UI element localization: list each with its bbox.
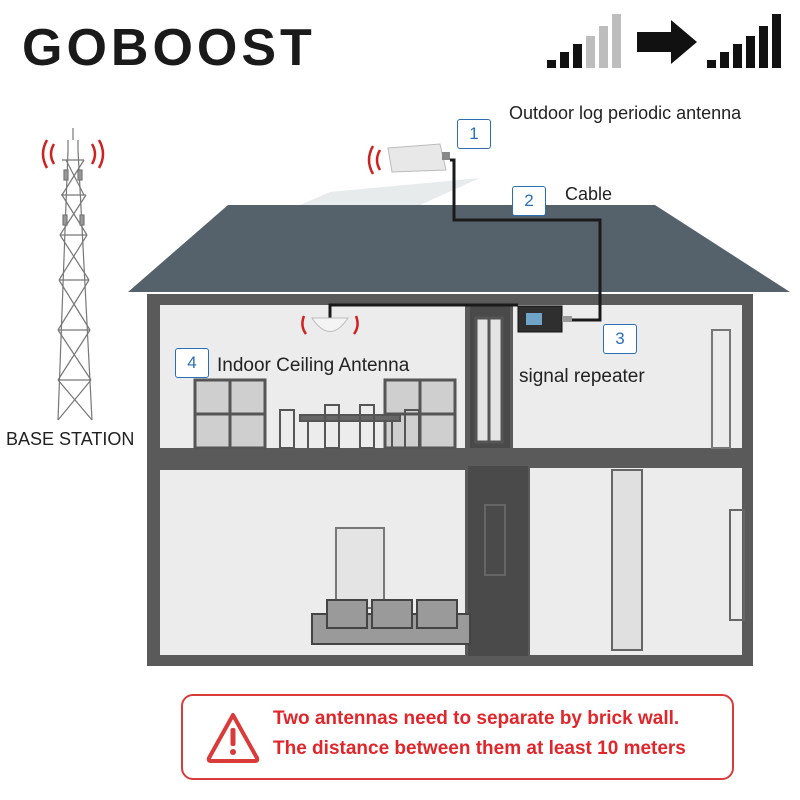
outdoor-antenna-signal-waves <box>367 145 382 175</box>
step-2-badge: 2 <box>512 186 546 216</box>
strong-signal-bars-icon <box>707 14 781 68</box>
warning-line-1: Two antennas need to separate by brick w… <box>273 708 680 729</box>
warning-box: Two antennas need to separate by brick w… <box>181 694 734 780</box>
weak-signal-bars-icon <box>547 14 621 68</box>
indoor-antenna-label: Indoor Ceiling Antenna <box>217 355 410 376</box>
repeater-label: signal repeater <box>519 366 645 387</box>
signal-repeater-device <box>517 305 572 333</box>
lower-right-details <box>484 469 745 651</box>
cable <box>450 158 602 322</box>
indoor-antenna-signal-waves <box>301 315 359 335</box>
step-1-badge: 1 <box>457 119 491 149</box>
dining-set <box>279 404 420 449</box>
outdoor-antenna-label: Outdoor log periodic antenna <box>509 103 742 123</box>
step-4-badge: 4 <box>175 348 209 378</box>
base-station-tower <box>57 128 93 421</box>
door-upper <box>474 316 504 444</box>
signal-boost-graphic <box>547 14 781 68</box>
outdoor-antenna <box>387 143 450 173</box>
right-arrow-icon <box>637 20 697 64</box>
cable-label: Cable <box>565 184 613 204</box>
warning-line-2: The distance between them at least 10 me… <box>273 738 686 759</box>
tower-signal-waves <box>41 139 105 169</box>
step-3-badge: 3 <box>603 324 637 354</box>
indoor-cable <box>328 303 518 318</box>
brand-logo: GOBOOST <box>22 19 316 77</box>
sofa <box>311 599 471 645</box>
warning-triangle-icon <box>206 713 260 763</box>
house-roof <box>128 205 790 292</box>
door-lower <box>335 527 385 609</box>
window-left <box>193 378 267 450</box>
base-station-label: BASE STATION <box>6 429 135 449</box>
indoor-ceiling-antenna <box>311 317 349 332</box>
